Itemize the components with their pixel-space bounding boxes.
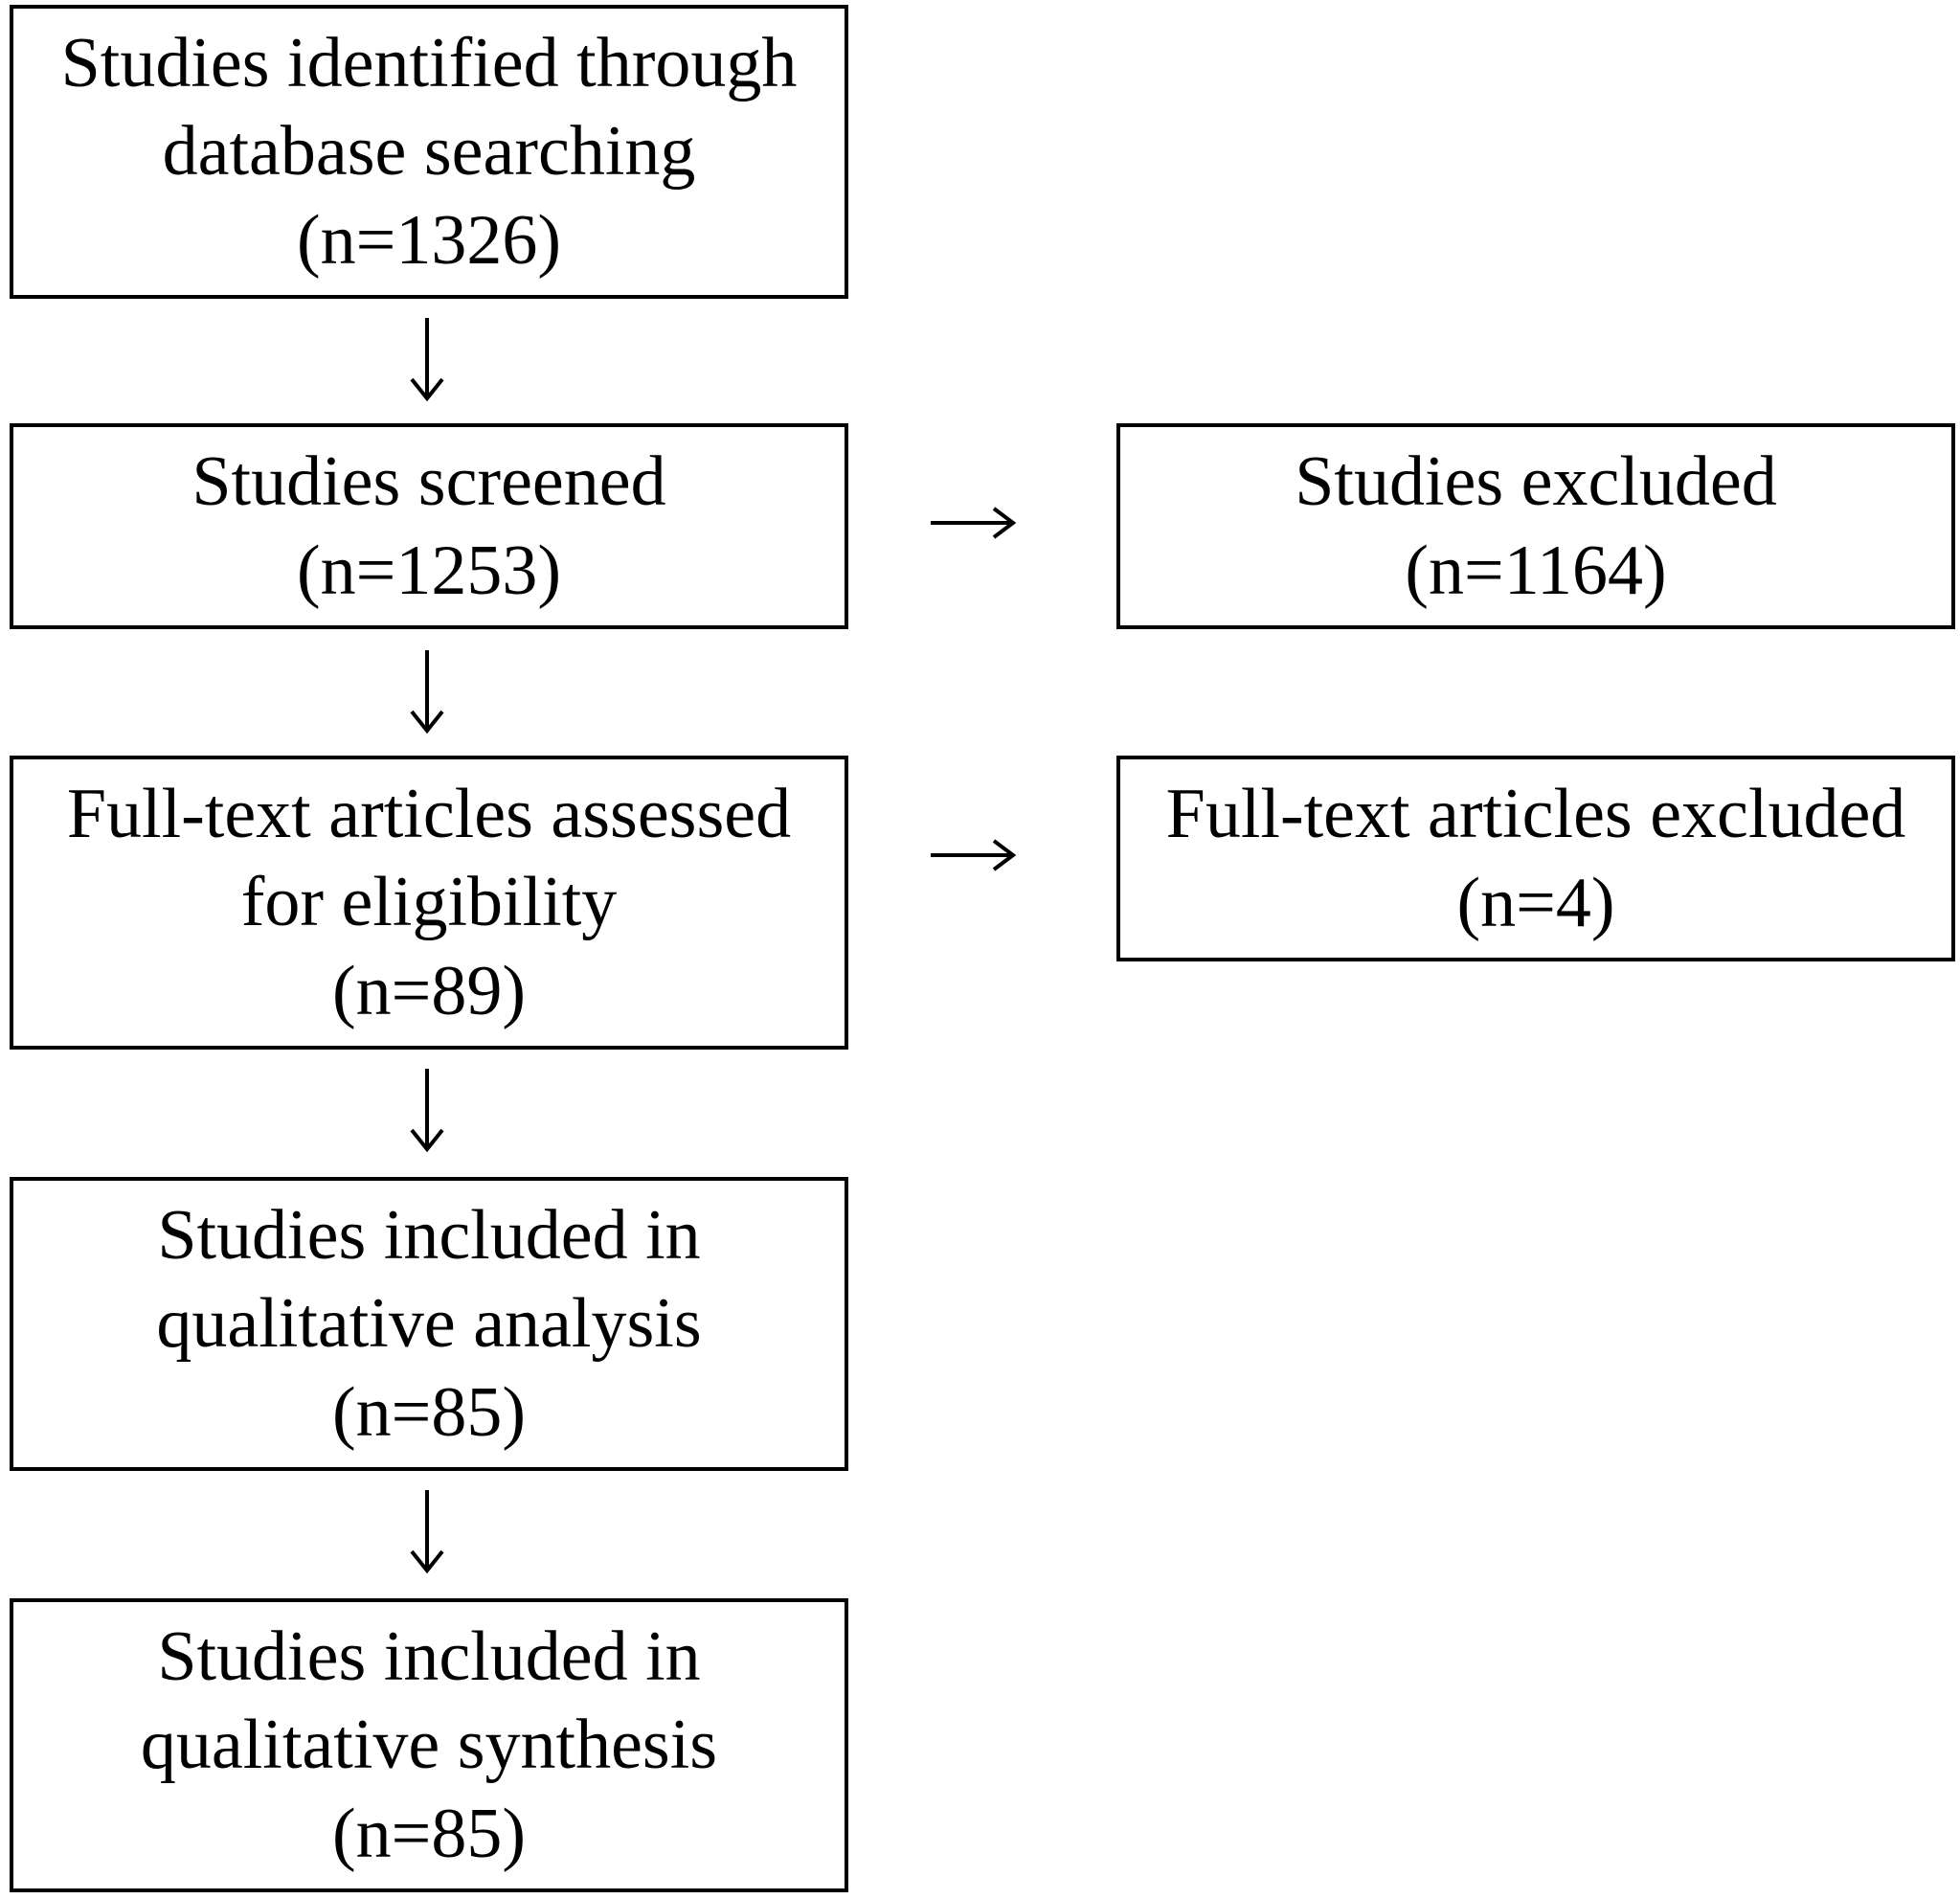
screened-box: Studies screened (n=1253) [10, 423, 848, 629]
fulltext-assessed-label-line-2: for eligibility [240, 863, 618, 942]
screened-label: Studies screened [191, 442, 666, 521]
identified-label-line-2: database searching [162, 112, 696, 192]
included-analysis-label-line-1: Studies included in [157, 1195, 701, 1275]
fulltext-assessed-box: Full-text articles assessed for eligibil… [10, 756, 848, 1050]
included-synthesis-label-line-2: qualitative synthesis [140, 1706, 718, 1785]
right-arrow-2 [931, 839, 1017, 871]
included-synthesis-box: Studies included in qualitative synthesi… [10, 1598, 848, 1892]
down-arrow-1 [410, 318, 444, 402]
included-synthesis-count: (n=85) [331, 1794, 527, 1873]
studies-excluded-box: Studies excluded (n=1164) [1116, 423, 1955, 629]
fulltext-excluded-box: Full-text articles excluded (n=4) [1116, 756, 1955, 961]
included-analysis-label-line-2: qualitative analysis [156, 1284, 702, 1364]
down-arrow-2 [410, 650, 444, 735]
identified-box: Studies identified through database sear… [10, 5, 848, 299]
included-synthesis-label-line-1: Studies included in [157, 1616, 701, 1696]
down-arrow-4 [410, 1490, 444, 1574]
fulltext-assessed-count: (n=89) [331, 951, 527, 1030]
identified-count: (n=1326) [296, 200, 562, 280]
included-analysis-box: Studies included in qualitative analysis… [10, 1177, 848, 1471]
studies-excluded-count: (n=1164) [1405, 531, 1667, 610]
fulltext-assessed-label-line-1: Full-text articles assessed [66, 774, 792, 853]
down-arrow-3 [410, 1069, 444, 1153]
right-arrow-1 [931, 507, 1017, 539]
included-analysis-count: (n=85) [331, 1372, 527, 1452]
fulltext-excluded-count: (n=4) [1456, 863, 1615, 942]
studies-excluded-label: Studies excluded [1295, 442, 1777, 521]
identified-label-line-1: Studies identified through [60, 23, 798, 102]
fulltext-excluded-label: Full-text articles excluded [1165, 775, 1906, 853]
screened-count: (n=1253) [296, 531, 562, 610]
